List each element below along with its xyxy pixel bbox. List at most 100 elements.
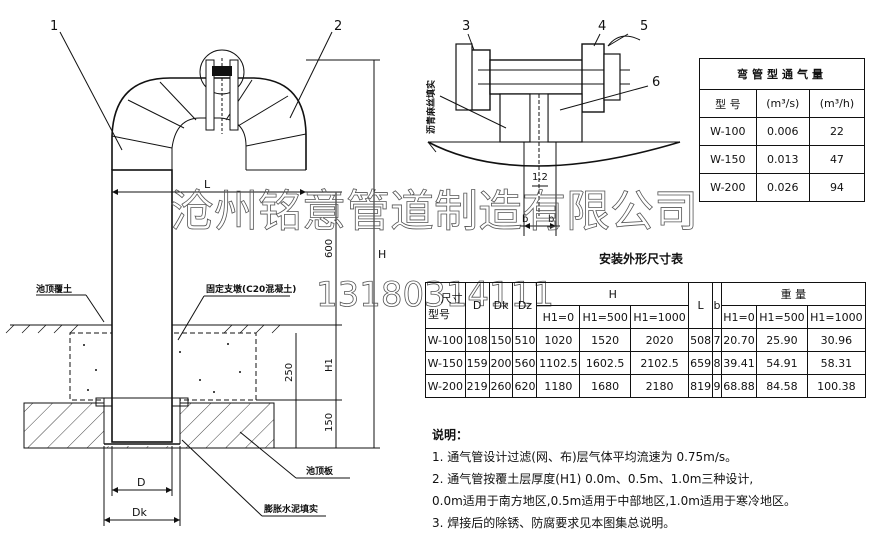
callout-5: 5 — [640, 19, 648, 34]
table-cell: 1520 — [579, 328, 631, 352]
dim-header-L: L — [688, 282, 714, 329]
callout-2: 2 — [334, 19, 342, 34]
dim-table-title: 安装外形尺寸表 — [599, 252, 684, 266]
table-cell: 0.013 — [755, 145, 810, 174]
table-cell: 22 — [808, 117, 866, 146]
table-row: W-100 108 150 510 1020 1520 2020 508 7 2… — [425, 328, 867, 352]
table-cell: 659 — [688, 351, 714, 375]
dim-250-label: 250 — [284, 363, 295, 382]
note-line: 2. 通气管按覆土层厚度(H1) 0.0m、0.5m、1.0m三种设计, — [432, 472, 754, 486]
ventilation-flow-table: 弯管型通气量 型 号 (m³/s) (m³/h) W-100 0.006 22 … — [699, 58, 866, 202]
table-cell: 84.58 — [756, 374, 808, 398]
dim-corner-top: 尺寸 — [440, 291, 463, 305]
callout-4: 4 — [598, 19, 606, 34]
table-row: W-100 0.006 22 — [699, 117, 866, 146]
dim-H-label: H — [378, 248, 386, 261]
table-cell: 108 — [464, 328, 490, 352]
table-cell: 39.41 — [720, 351, 758, 375]
table-cell: 94 — [808, 173, 866, 202]
dim-sub-h0: H1=0 — [536, 305, 581, 329]
dim-sub-w1000: H1=1000 — [806, 305, 867, 329]
dim-header-weight: 重 量 — [720, 282, 867, 306]
table-cell: W-100 — [699, 117, 757, 146]
dim-header-Dz: Dz — [512, 282, 538, 329]
table-cell: W-200 — [699, 173, 757, 202]
dim-header-Dk: Dk — [488, 282, 514, 329]
dim-sub-h500: H1=500 — [579, 305, 631, 329]
flow-header-m3h: (m³/h) — [808, 89, 866, 118]
dim-Dk-label: Dk — [132, 506, 147, 519]
table-cell: 8 — [712, 351, 722, 375]
callout-1: 1 — [50, 19, 58, 34]
dim-L-label: L — [204, 178, 211, 191]
table-cell: 30.96 — [806, 328, 867, 352]
flange-detail-view: b b 1.2 3 4 5 6 沥青麻丝填实 — [425, 19, 681, 236]
table-cell: 560 — [512, 351, 538, 375]
table-cell: 0.026 — [755, 173, 810, 202]
table-cell: W-150 — [425, 351, 466, 375]
dim-150-label: 150 — [324, 413, 335, 432]
table-cell: 1102.5 — [536, 351, 581, 375]
table-cell: 54.91 — [756, 351, 808, 375]
note-line: 1. 通气管设计过滤(网、布)层气体平均流速为 0.75m/s。 — [432, 450, 738, 464]
table-cell: 200 — [488, 351, 514, 375]
table-cell: 0.006 — [755, 117, 810, 146]
flange-joint — [199, 49, 245, 134]
concrete-dots — [83, 343, 241, 393]
note-line: 3. 焊接后的除锈、防腐要求见本图集总说明。 — [432, 516, 676, 530]
table-cell: 47 — [808, 145, 866, 174]
table-cell: 219 — [464, 374, 490, 398]
table-cell: 150 — [488, 328, 514, 352]
dim-H1-label: H1 — [324, 358, 335, 372]
vertical-pipe — [95, 169, 189, 445]
label-pool-slab: 池顶板 — [306, 465, 334, 477]
dim-b-left: b — [522, 214, 528, 225]
dim-1-2: 1.2 — [532, 172, 548, 183]
note-line: 0.0m适用于南方地区,0.5m适用于中部地区,1.0m适用于寒冷地区。 — [432, 494, 796, 508]
watermark: 沧州铭意管道制造有限公司 13180314111 — [170, 186, 699, 316]
table-cell: 2180 — [629, 374, 690, 398]
dim-header-b: b — [712, 282, 722, 329]
table-cell: 20.70 — [720, 328, 758, 352]
dim-corner-cell: 尺寸 型号 — [425, 282, 466, 329]
callout-6: 6 — [652, 75, 660, 90]
dim-600-label: 600 — [324, 239, 335, 258]
table-cell: 2102.5 — [629, 351, 690, 375]
table-cell: 7 — [712, 328, 722, 352]
flow-header-m3s: (m³/s) — [755, 89, 810, 118]
table-cell: 260 — [488, 374, 514, 398]
table-cell: 159 — [464, 351, 490, 375]
table-cell: 510 — [512, 328, 538, 352]
dim-corner-bottom: 型号 — [428, 307, 450, 321]
dim-sub-w500: H1=500 — [756, 305, 808, 329]
watermark-company: 沧州铭意管道制造有限公司 — [170, 186, 698, 237]
table-row: W-200 219 260 620 1180 1680 2180 819 9 6… — [425, 374, 867, 398]
table-cell: 508 — [688, 328, 714, 352]
dim-sub-h1000: H1=1000 — [629, 305, 690, 329]
table-cell: 9 — [712, 374, 722, 398]
dim-D-label: D — [137, 476, 145, 489]
flow-table-title: 弯管型通气量 — [699, 58, 865, 90]
installation-dimension-table: 尺寸 型号 D Dk Dz H L b 重 量 H1=0 H1=500 H1=1… — [425, 282, 867, 398]
table-row: W-200 0.026 94 — [699, 173, 866, 202]
callout-3: 3 — [462, 19, 470, 34]
table-cell: 1602.5 — [579, 351, 631, 375]
dim-header-D: D — [464, 282, 490, 329]
label-expansion-sealant: 膨胀水泥填实 — [263, 503, 318, 515]
label-fixed-support: 固定支墩(C20混凝土) — [206, 283, 296, 295]
table-cell: 58.31 — [806, 351, 867, 375]
table-cell: 100.38 — [806, 374, 867, 398]
notes-title: 说明： — [432, 428, 469, 442]
table-cell: W-100 — [425, 328, 466, 352]
table-cell: 25.90 — [756, 328, 808, 352]
table-cell: 2020 — [629, 328, 690, 352]
table-cell: W-150 — [699, 145, 757, 174]
notes-section: 说明： 1. 通气管设计过滤(网、布)层气体平均流速为 0.75m/s。 2. … — [432, 424, 796, 534]
table-cell: 1180 — [536, 374, 581, 398]
table-cell: 68.88 — [720, 374, 758, 398]
table-row: W-150 0.013 47 — [699, 145, 866, 174]
dim-b-right: b — [548, 214, 554, 225]
table-row: W-150 159 200 560 1102.5 1602.5 2102.5 6… — [425, 351, 867, 375]
elevation-view: 1 2 L H 600 H1 250 150 D Dk — [5, 19, 386, 526]
